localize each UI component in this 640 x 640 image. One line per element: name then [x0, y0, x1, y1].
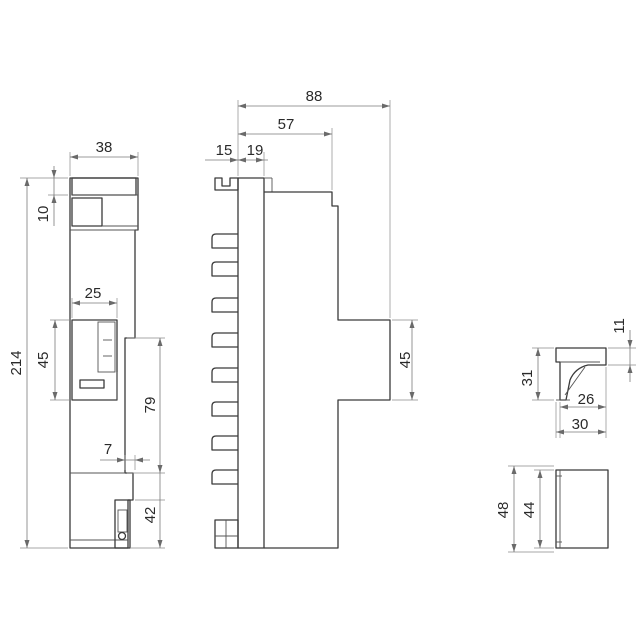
- dim-rail-79: 79: [142, 397, 159, 414]
- dim-body-57: 57: [278, 116, 295, 133]
- side-body: [264, 191, 391, 549]
- clip-dimensions: 31 11 26 30: [519, 318, 636, 438]
- dim-total-214: 214: [8, 350, 25, 375]
- front-view-outline: [69, 177, 139, 549]
- clip-view: [555, 347, 607, 401]
- dim-notch-7: 7: [104, 441, 112, 458]
- front-window: [71, 319, 118, 401]
- dim-bottom-42: 42: [142, 507, 159, 524]
- dim-flange-19: 19: [247, 142, 264, 159]
- side-bottom-clip: [214, 519, 239, 549]
- dim-clip-30: 30: [572, 416, 589, 433]
- dim-cover-48: 48: [495, 502, 512, 519]
- dim-projection-45: 45: [397, 352, 414, 369]
- dim-window-25: 25: [85, 285, 102, 302]
- front-terminal-screw: [117, 531, 127, 541]
- dim-width-38: 38: [96, 139, 113, 156]
- dim-cover-44: 44: [521, 502, 538, 519]
- front-window-inner: [97, 321, 116, 373]
- side-fins: [211, 233, 238, 485]
- front-label-slot: [79, 379, 105, 389]
- dim-top-10: 10: [35, 206, 52, 223]
- dim-window-45: 45: [35, 352, 52, 369]
- dim-depth-88: 88: [306, 88, 323, 105]
- cover-outline: [555, 469, 609, 549]
- dim-lip-11: 11: [611, 318, 628, 334]
- dim-clip-31: 31: [519, 370, 536, 387]
- front-view-dimensions: 38 214 10 25 45 79: [8, 139, 165, 549]
- side-top-clip: [214, 177, 239, 191]
- side-front-plate: [237, 177, 265, 549]
- dim-offset-15: 15: [216, 142, 233, 159]
- front-top-cap: [71, 177, 137, 196]
- side-view-dimensions: 88 57 15 19 45: [205, 88, 418, 401]
- side-view: [211, 177, 391, 549]
- front-terminal: [114, 499, 131, 549]
- cover-dimensions: 48 44: [495, 465, 554, 553]
- dim-clip-26: 26: [578, 391, 595, 408]
- front-top-block: [71, 197, 103, 227]
- cover-view: [555, 469, 609, 549]
- front-view: [69, 177, 139, 549]
